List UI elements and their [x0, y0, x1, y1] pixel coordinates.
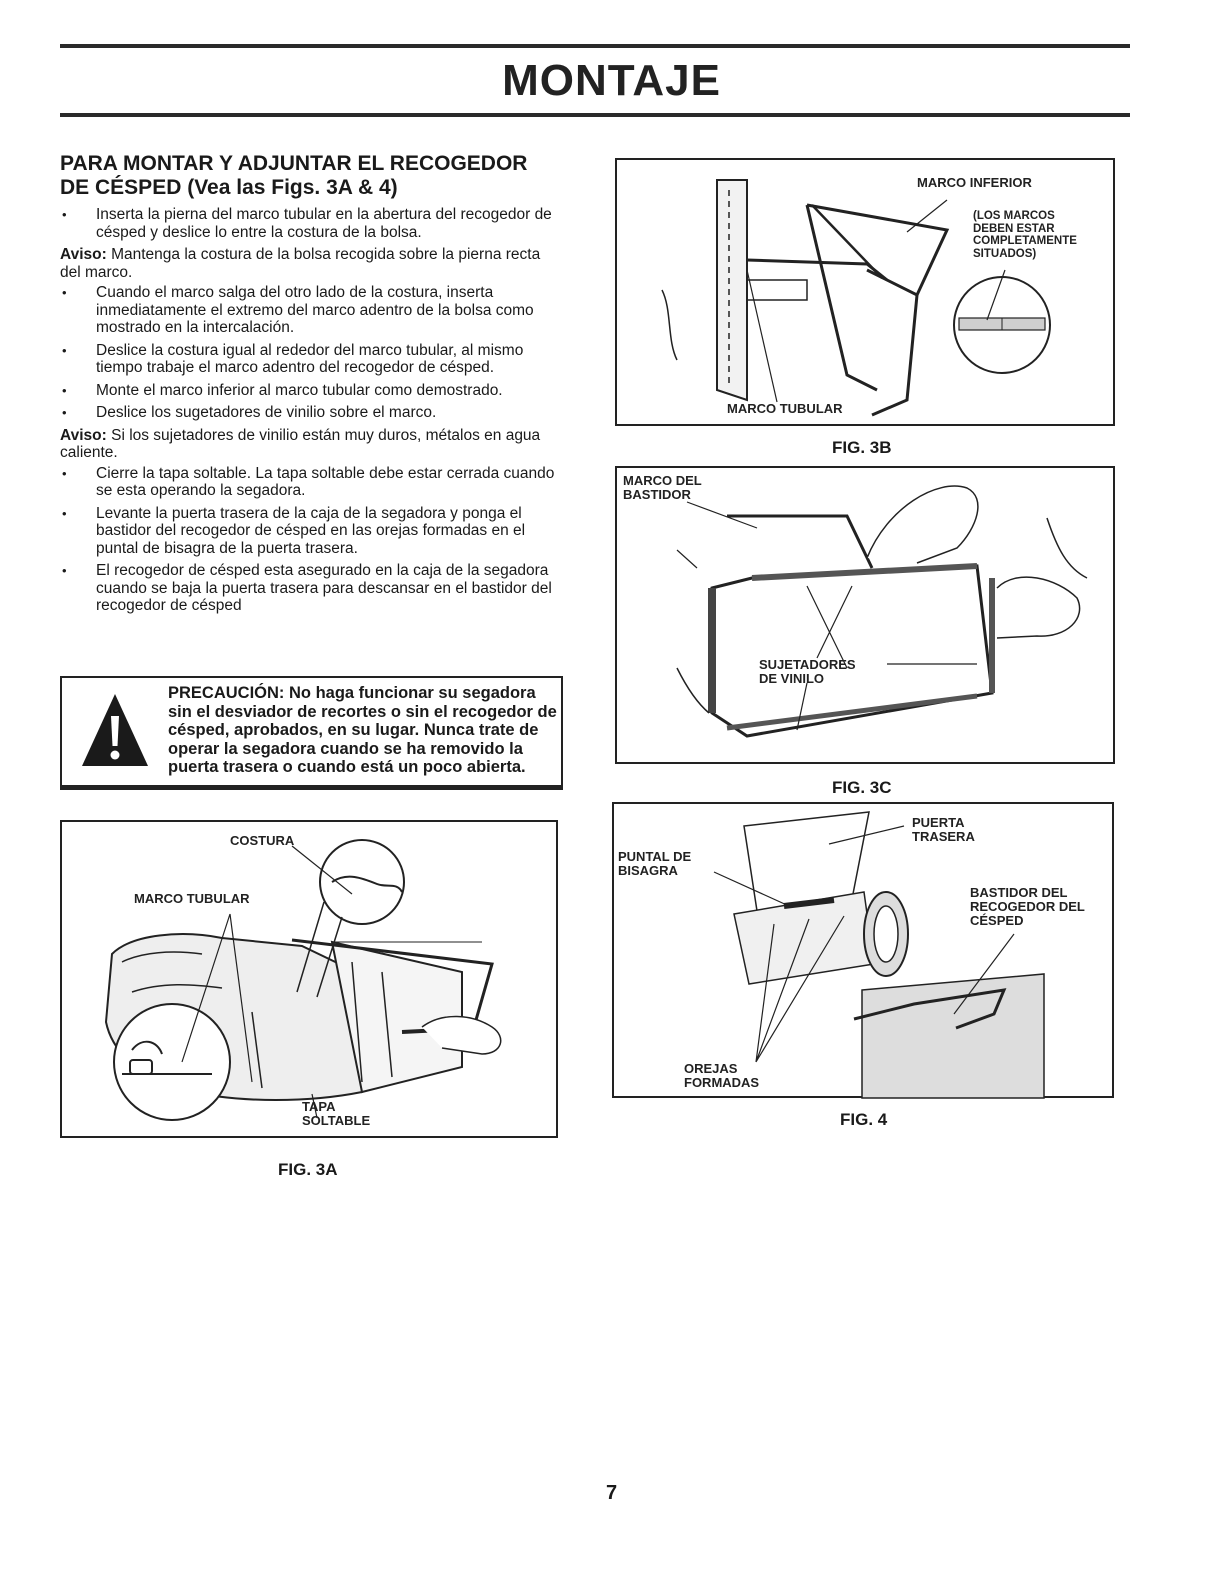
section-title-line2: DE CÉSPED (Vea las Figs. 3A & 4) [60, 176, 398, 199]
label-costura: COSTURA [230, 833, 295, 848]
label-marco-inferior: MARCO INFERIOR [917, 175, 1032, 190]
list-item: Deslice los sugetadores de vinilio sobre… [60, 404, 565, 422]
notice-text: Si los sujetadores de vinilio están muy … [60, 426, 541, 462]
figure-3a: COSTURA MARCO TUBULAR TAPA SOLTABLE [60, 820, 558, 1138]
caution-text: PRECAUCIÓN: No haga funcionar su segador… [168, 684, 557, 776]
section-title-line1: PARA MONTAR Y ADJUNTAR EL RECOGEDOR [60, 152, 528, 175]
bullet-list-3: Cierre la tapa soltable. La tapa soltabl… [60, 465, 565, 615]
header-rule-top [60, 44, 1130, 48]
fig3a-illustration [104, 839, 502, 1121]
fig3a-caption: FIG. 3A [278, 1160, 338, 1179]
list-item: Cuando el marco salga del otro lado de l… [60, 284, 565, 337]
label-puntal-de-bisagra: PUNTAL DE BISAGRA [618, 849, 692, 878]
figure-3c: MARCO DEL BASTIDOR SUJETADORES DE VINILO [615, 466, 1115, 764]
label-sujetadores-de-vinilo: SUJETADORES DE VINILO [759, 657, 856, 686]
section-title: PARA MONTAR Y ADJUNTAR EL RECOGEDOR DE C… [60, 152, 565, 200]
header-rule-bottom [60, 113, 1130, 117]
label-marco-tubular: MARCO TUBULAR [134, 891, 250, 906]
notice-1: Aviso: Mantenga la costura de la bolsa r… [60, 246, 565, 281]
list-item: Deslice la costura igual al rededor del … [60, 342, 565, 377]
label-bastidor-del-recogedor: BASTIDOR DEL RECOGEDOR DEL CÉSPED [970, 885, 1085, 928]
fig3c-caption: FIG. 3C [832, 778, 892, 797]
notice-label: Aviso: [60, 426, 107, 444]
label-tapa-soltable: TAPA SOLTABLE [302, 1099, 371, 1128]
list-item: Levante la puerta trasera de la caja de … [60, 505, 565, 558]
caution-box: PRECAUCIÓN: No haga funcionar su segador… [60, 676, 563, 790]
figure-3b: MARCO INFERIOR (LOS MARCOS DEBEN ESTAR C… [615, 158, 1115, 426]
list-item: Monte el marco inferior al marco tubular… [60, 382, 565, 400]
page-title: MONTAJE [502, 56, 721, 105]
list-item: Inserta la pierna del marco tubular en l… [60, 206, 565, 241]
bullet-list-2: Cuando el marco salga del otro lado de l… [60, 284, 565, 422]
fig3c-illustration [676, 485, 1088, 738]
fig3b-caption: FIG. 3B [832, 438, 892, 457]
figure-4: PUERTA TRASERA PUNTAL DE BISAGRA BASTIDO… [612, 802, 1114, 1099]
notice-2: Aviso: Si los sujetadores de vinilio est… [60, 427, 565, 462]
instructions-column: PARA MONTAR Y ADJUNTAR EL RECOGEDOR DE C… [60, 152, 565, 620]
page-number: 7 [605, 1482, 618, 1504]
label-nota-marcos: (LOS MARCOS DEBEN ESTAR COMPLETAMENTE SI… [973, 210, 1077, 260]
label-orejas-formadas: OREJAS FORMADAS [684, 1061, 760, 1090]
fig3b-illustration [661, 179, 1051, 417]
list-item: Cierre la tapa soltable. La tapa soltabl… [60, 465, 565, 500]
label-puerta-trasera: PUERTA TRASERA [912, 815, 975, 844]
notice-text: Mantenga la costura de la bolsa recogida… [60, 246, 541, 281]
list-item: El recogedor de césped esta asegurado en… [60, 562, 565, 615]
fig4-caption: FIG. 4 [840, 1110, 888, 1129]
label-marco-tubular-3b: MARCO TUBULAR [727, 401, 843, 416]
warning-icon [82, 694, 148, 766]
bullet-list-1: Inserta la pierna del marco tubular en l… [60, 206, 565, 241]
fig4-illustration [713, 811, 1045, 1099]
notice-label: Aviso: [60, 246, 107, 263]
label-marco-del-bastidor: MARCO DEL BASTIDOR [623, 473, 702, 502]
